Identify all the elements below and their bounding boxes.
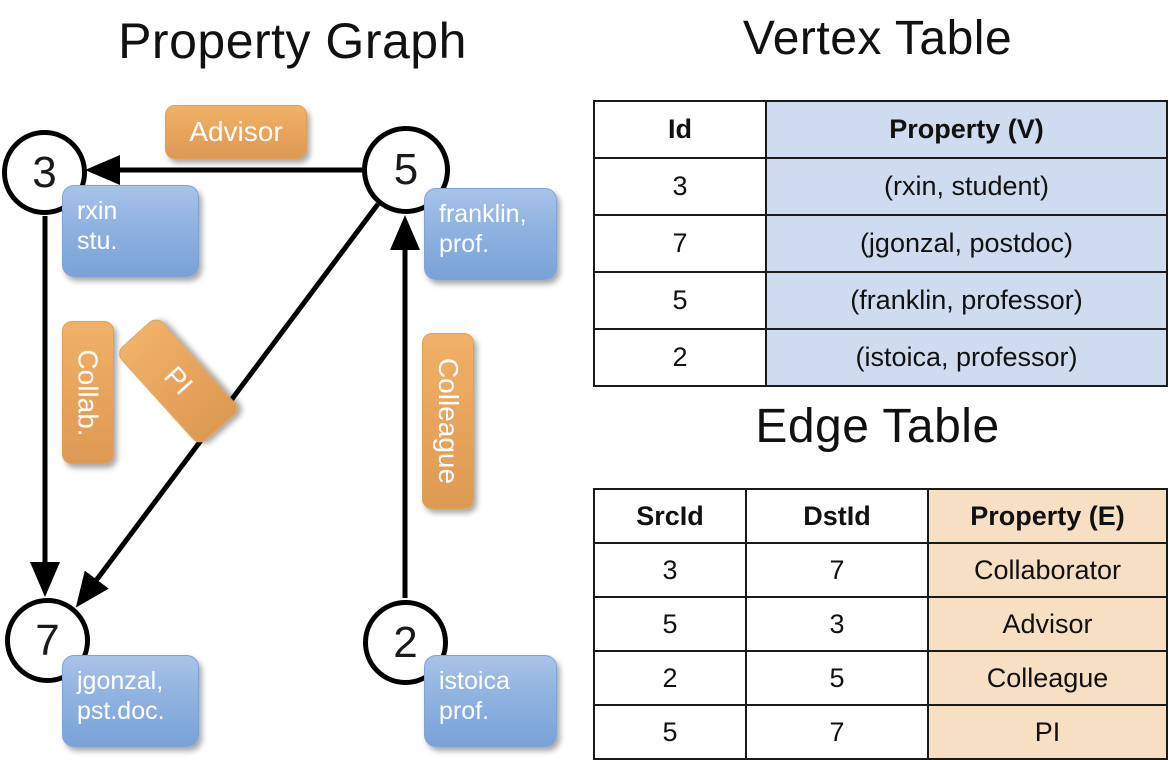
edge-table-header-property: Property (E) — [927, 488, 1168, 544]
vertex-property-jgonzal-line1: jgonzal, — [77, 667, 164, 695]
table-row[interactable]: 2 (istoica, professor) — [593, 328, 1168, 387]
vertex-node-5-label: 5 — [393, 145, 419, 194]
edge-table: SrcId DstId Property (E) 3 7 Collaborato… — [593, 488, 1168, 760]
vertex-table-cell-property: (rxin, student) — [765, 157, 1168, 216]
page-title-edge-table: Edge Table — [755, 400, 1000, 453]
page-title-vertex-table: Vertex Table — [742, 12, 1013, 65]
edge-table-cell-property: PI — [927, 704, 1168, 760]
edge-label-colleague-text: Colleague — [433, 357, 465, 485]
vertex-table-cell-id: 3 — [593, 157, 767, 216]
vertex-node-2-label: 2 — [393, 617, 418, 667]
vertex-node-2[interactable]: 2 — [363, 600, 448, 685]
vertex-property-istoica-line1: istoica — [439, 667, 510, 695]
edge-table-cell-dstid: 5 — [745, 650, 929, 706]
edge-table-cell-property: Colleague — [927, 650, 1168, 706]
edge-label-pi-text: PI — [157, 360, 199, 401]
edge-table-cell-srcid: 3 — [593, 542, 747, 598]
vertex-node-3-label: 3 — [32, 147, 57, 197]
edge-label-collab[interactable]: Collab. — [62, 321, 114, 464]
table-row[interactable]: 3 7 Collaborator — [593, 542, 1168, 598]
edge-table-cell-srcid: 5 — [593, 704, 747, 760]
vertex-table-header-property: Property (V) — [765, 100, 1168, 159]
vertex-property-box-rxin[interactable]: rxin stu. — [62, 185, 199, 277]
vertex-table-cell-property: (jgonzal, postdoc) — [765, 214, 1168, 273]
page-title-property-graph: Property Graph — [118, 13, 467, 69]
edge-label-advisor[interactable]: Advisor — [165, 105, 307, 159]
vertex-table-cell-id: 5 — [593, 271, 767, 330]
vertex-table-cell-property: (istoica, professor) — [765, 328, 1168, 387]
vertex-property-box-jgonzal[interactable]: jgonzal, pst.doc. — [62, 655, 199, 747]
vertex-node-5[interactable]: 5 — [362, 126, 450, 214]
table-row[interactable]: 5 (franklin, professor) — [593, 271, 1168, 330]
table-row[interactable]: 3 (rxin, student) — [593, 157, 1168, 216]
vertex-property-rxin-line2: stu. — [77, 227, 118, 255]
edge-table-cell-srcid: 5 — [593, 596, 747, 652]
edge-label-collab-text: Collab. — [73, 348, 105, 437]
edge-label-colleague[interactable]: Colleague — [422, 333, 474, 509]
edge-table-header-dstid: DstId — [745, 488, 929, 544]
table-row[interactable]: 5 7 PI — [593, 704, 1168, 760]
vertex-property-box-istoica[interactable]: istoica prof. — [424, 655, 557, 747]
edge-table-cell-dstid: 7 — [745, 704, 929, 760]
property-graph-diagram: 3 5 7 2 rxin stu. franklin, prof. jgonza… — [2, 105, 557, 747]
edge-table-cell-property: Collaborator — [927, 542, 1168, 598]
edge-table-cell-srcid: 2 — [593, 650, 747, 706]
edge-table-header-row: SrcId DstId Property (E) — [593, 488, 1168, 544]
edge-table-cell-dstid: 7 — [745, 542, 929, 598]
vertex-property-franklin-line1: franklin, — [439, 200, 527, 228]
table-row[interactable]: 7 (jgonzal, postdoc) — [593, 214, 1168, 273]
edge-table-header-srcid: SrcId — [593, 488, 747, 544]
vertex-node-7-label: 7 — [35, 615, 60, 665]
table-row[interactable]: 2 5 Colleague — [593, 650, 1168, 706]
vertex-table: Id Property (V) 3 (rxin, student) 7 (jgo… — [593, 100, 1168, 387]
vertex-property-istoica-line2: prof. — [439, 697, 490, 725]
edge-table-cell-property: Advisor — [927, 596, 1168, 652]
vertex-property-jgonzal-line2: pst.doc. — [77, 697, 165, 725]
vertex-property-box-franklin[interactable]: franklin, prof. — [424, 188, 557, 280]
table-row[interactable]: 5 3 Advisor — [593, 596, 1168, 652]
vertex-table-cell-property: (franklin, professor) — [765, 271, 1168, 330]
vertex-table-header-id: Id — [593, 100, 767, 159]
vertex-table-cell-id: 2 — [593, 328, 767, 387]
vertex-table-cell-id: 7 — [593, 214, 767, 273]
edge-label-advisor-text: Advisor — [189, 116, 283, 147]
edge-table-cell-dstid: 3 — [745, 596, 929, 652]
vertex-property-rxin-line1: rxin — [77, 197, 118, 225]
vertex-table-header-row: Id Property (V) — [593, 100, 1168, 159]
vertex-property-franklin-line2: prof. — [439, 230, 490, 258]
